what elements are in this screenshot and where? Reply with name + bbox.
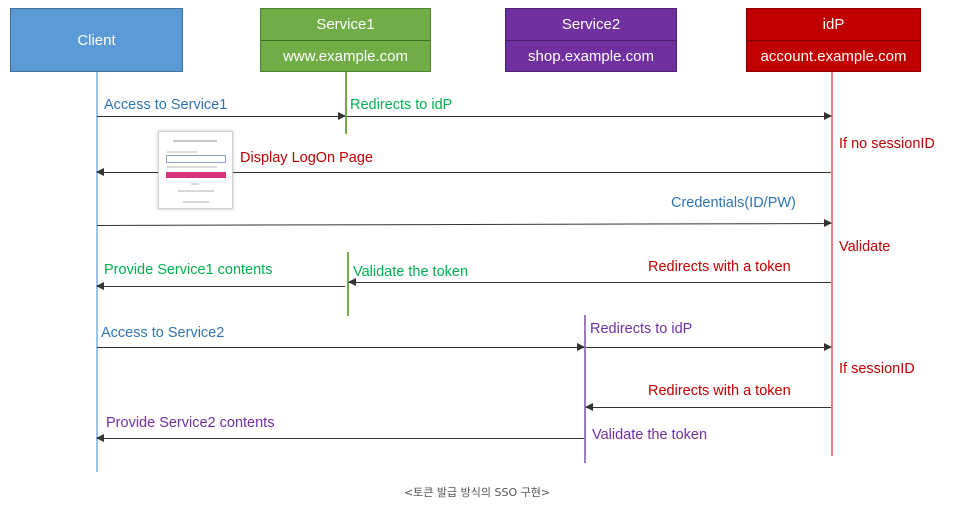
figure-caption: <토큰 발급 방식의 SSO 구현> <box>403 486 551 499</box>
client-box: Client <box>10 8 183 72</box>
label-redirect-idp-2: Redirects to idP <box>590 321 693 337</box>
arrow-access-service2 <box>97 343 585 351</box>
label-redirect-token-1: Redirects with a token <box>648 259 791 275</box>
label-if-session: If sessionID <box>839 361 915 377</box>
label-validate-token-2: Validate the token <box>592 427 708 443</box>
label-display-logon: Display LogOn Page <box>240 150 373 166</box>
thumbnail-button <box>166 172 226 178</box>
arrow-access-service1 <box>97 112 346 120</box>
label-redirect-token-2: Redirects with a token <box>648 383 791 399</box>
idp-box: idP account.example.com <box>746 8 921 72</box>
arrow-redirect-idp-1 <box>347 112 832 120</box>
arrow-credentials <box>96 223 832 226</box>
label-provide-service1: Provide Service1 contents <box>104 262 273 278</box>
service1-activation-1 <box>345 72 347 134</box>
label-if-no-session: If no sessionID <box>839 136 935 152</box>
service2-box: Service2 shop.example.com <box>505 8 677 72</box>
thumbnail-text-line <box>167 166 217 168</box>
client-title: Client <box>77 31 116 49</box>
arrow-redirect-token-2 <box>585 403 831 411</box>
thumbnail-field-label <box>167 151 197 153</box>
label-validate: Validate <box>839 239 891 255</box>
thumbnail-or-line <box>191 183 199 185</box>
label-provide-service2: Provide Service2 contents <box>106 415 275 431</box>
arrow-redirect-idp-2 <box>586 343 832 351</box>
thumbnail-heading <box>173 140 217 142</box>
label-validate-token-1: Validate the token <box>353 264 469 280</box>
arrow-redirect-token-1 <box>348 278 831 286</box>
idp-domain: account.example.com <box>760 48 907 65</box>
idp-lifeline <box>831 72 833 456</box>
thumbnail-google-line <box>178 190 214 192</box>
arrow-display-logon <box>96 168 831 176</box>
label-credentials: Credentials(ID/PW) <box>671 195 796 211</box>
label-redirect-idp-1: Redirects to idP <box>350 97 453 113</box>
service1-box: Service1 www.example.com <box>260 8 431 72</box>
service2-activation <box>584 315 586 463</box>
service1-domain: www.example.com <box>282 48 409 65</box>
arrow-provide-service1 <box>96 282 345 290</box>
client-lifeline <box>96 72 98 472</box>
label-access-service1: Access to Service1 <box>104 97 228 113</box>
login-page-thumbnail <box>158 131 233 209</box>
arrow-provide-service2 <box>96 434 584 442</box>
label-access-service2: Access to Service2 <box>101 325 225 341</box>
service2-title: Service2 <box>561 16 621 33</box>
service2-domain: shop.example.com <box>528 48 654 65</box>
service1-title: Service1 <box>316 16 375 33</box>
thumbnail-input <box>166 155 226 163</box>
idp-title: idP <box>822 16 845 33</box>
thumbnail-footer-line <box>183 201 209 203</box>
